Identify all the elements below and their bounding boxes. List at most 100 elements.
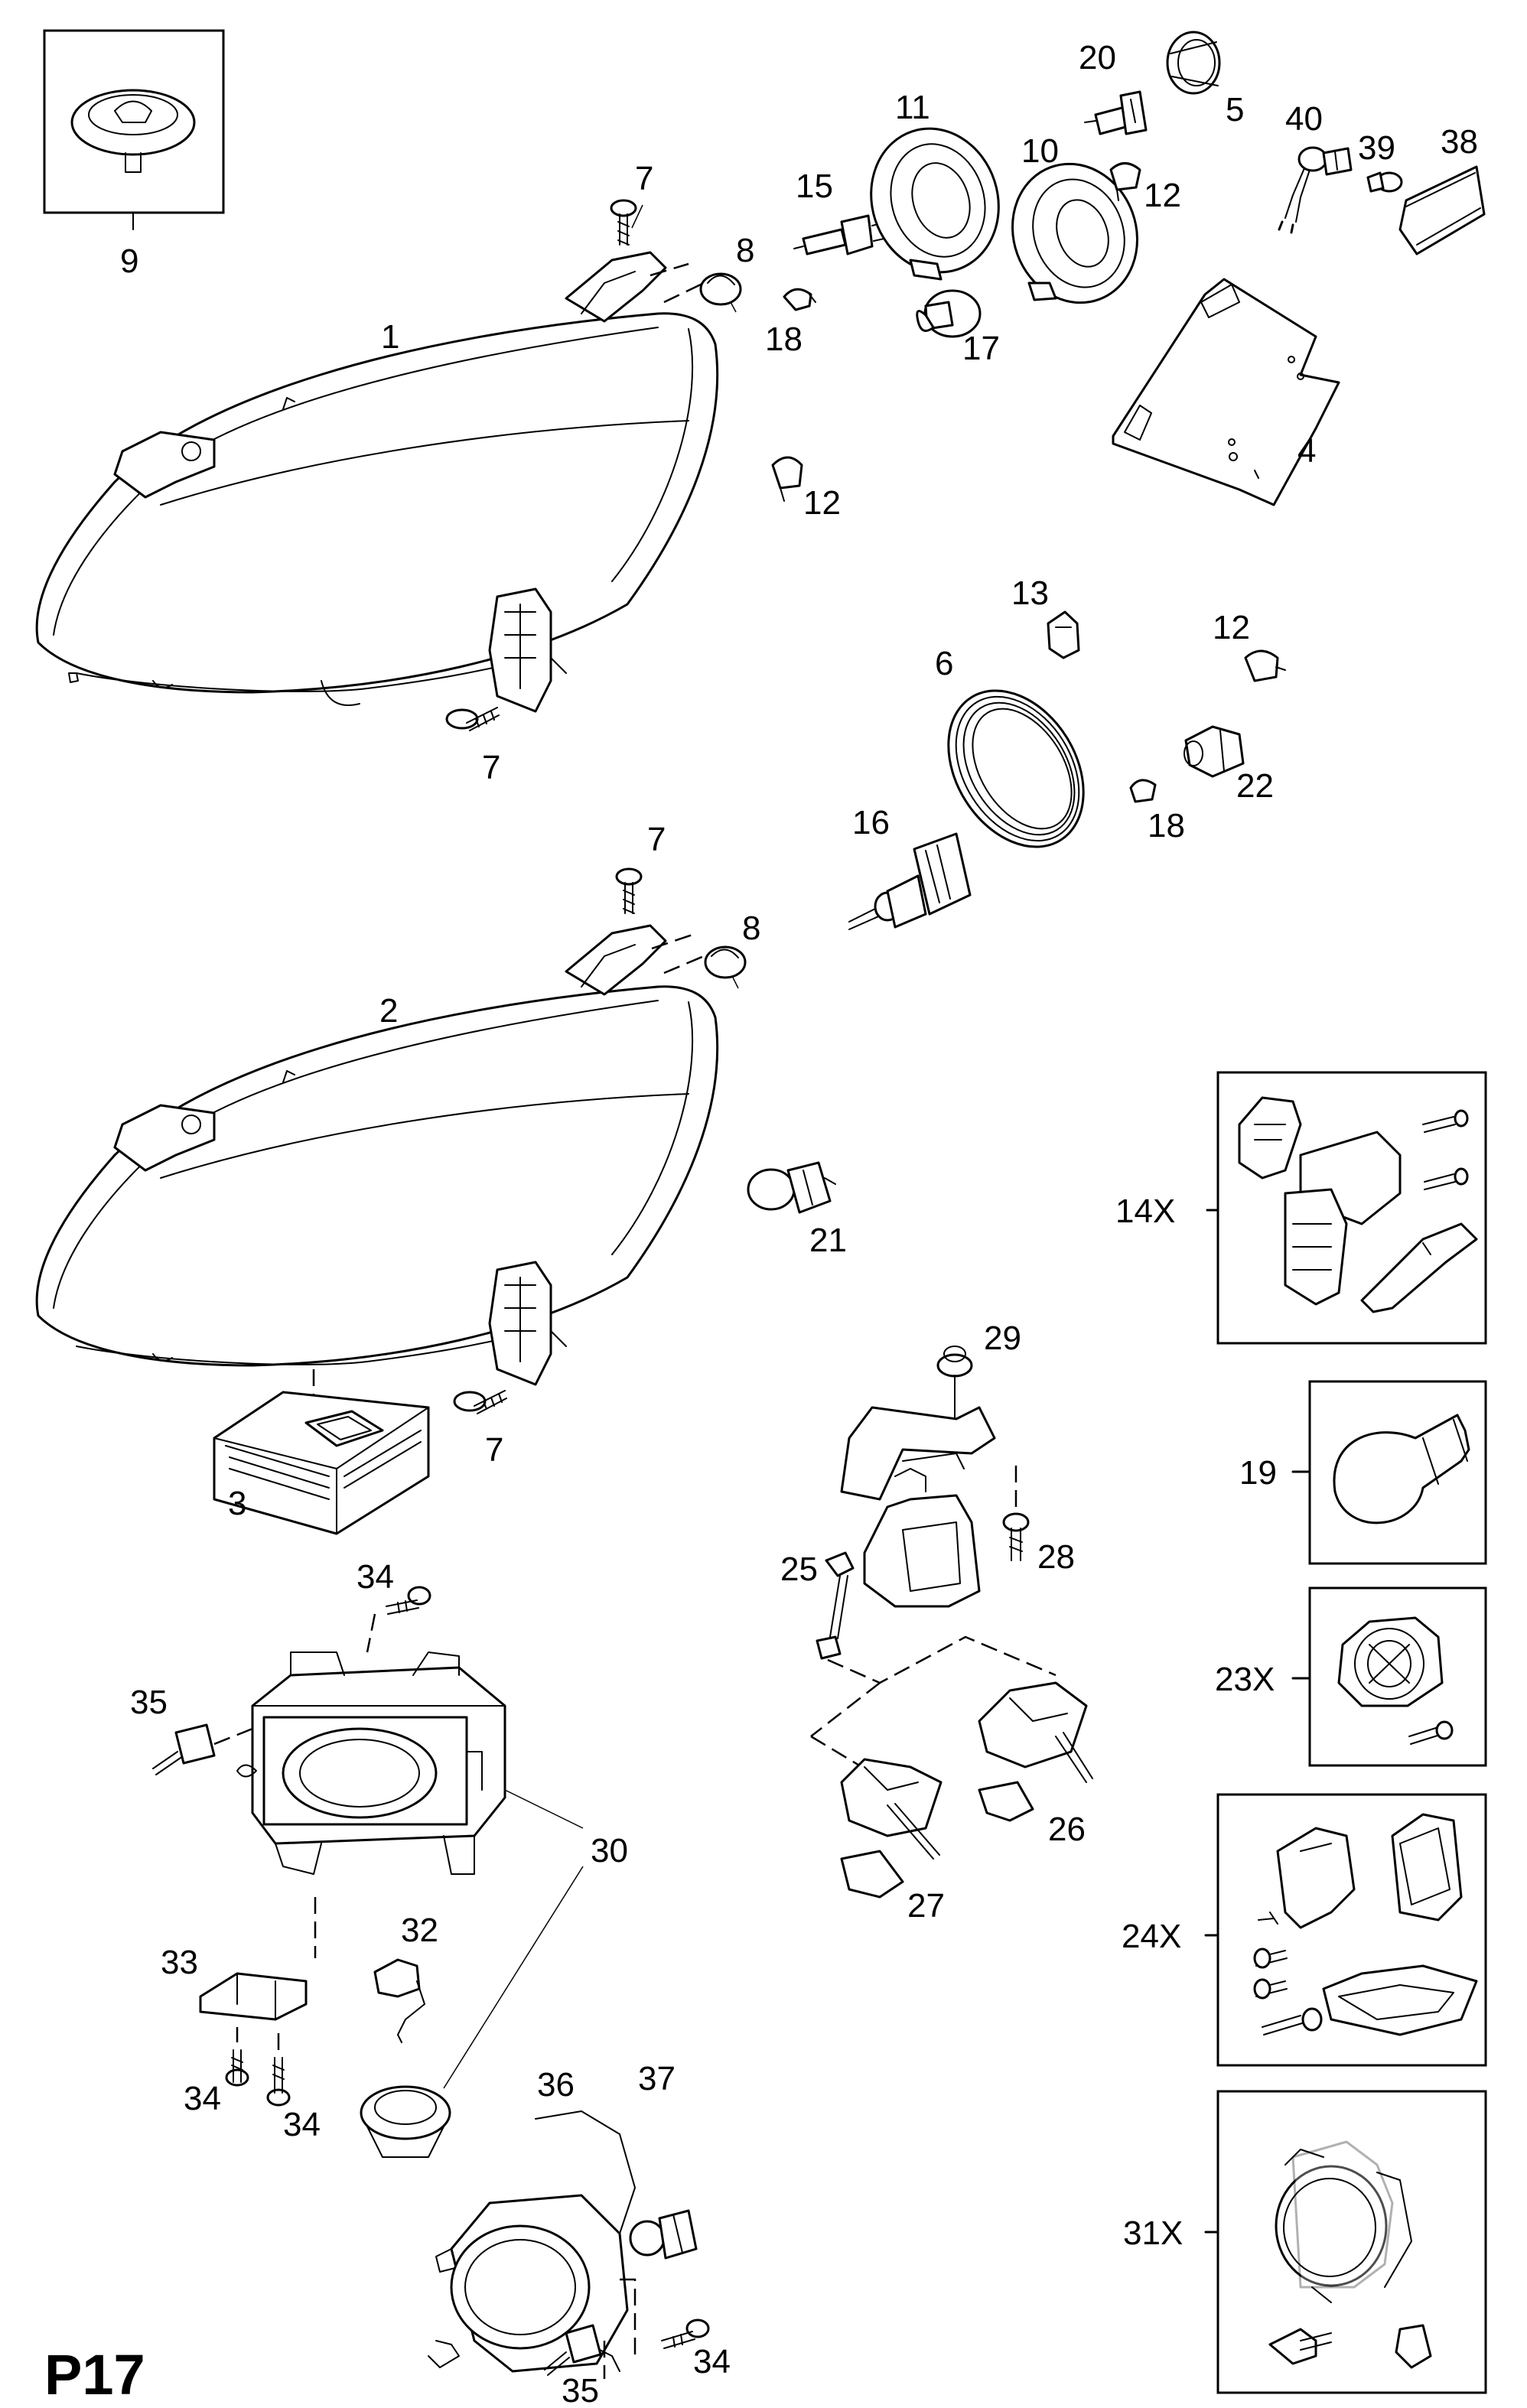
label-8b: 8 [742,910,760,947]
part-3-ballast-unit[interactable] [213,1391,430,1535]
part-23X-socket-kit[interactable] [1291,1586,1487,1767]
part-16-xenon-bulb[interactable] [848,832,972,930]
part-35-connector-top[interactable] [152,1723,253,1775]
part-19-bulb[interactable] [1291,1380,1487,1565]
label-16: 16 [852,804,890,841]
label-2: 2 [379,992,398,1030]
part-7-screw-top-2[interactable] [615,867,643,914]
label-3: 3 [228,1485,246,1522]
label-21: 21 [809,1222,847,1259]
part-8-cap-1[interactable] [650,262,742,313]
part-30-fog-lamp-housing[interactable] [236,1651,506,1875]
label-39: 39 [1358,129,1395,167]
label-1: 1 [381,318,399,356]
part-5-socket[interactable] [1166,31,1221,95]
label-29: 29 [984,1320,1021,1357]
page-code: P17 [44,2343,145,2406]
label-27: 27 [907,1887,945,1925]
part-1-headlamp[interactable] [35,251,719,713]
label-34c: 34 [283,2106,321,2143]
part-36-fog-lamp[interactable] [428,2110,637,2379]
part-40-lamp-wire[interactable] [1278,146,1353,234]
part-24X-adjuster-kit[interactable] [1204,1793,1487,2067]
label-31X: 31X [1123,2214,1183,2252]
label-34d: 34 [693,2343,731,2380]
label-7d: 7 [485,1431,503,1469]
part-7-screw-bottom-1[interactable] [445,707,500,731]
part-35-connector-bottom[interactable] [544,2324,602,2376]
label-13: 13 [1011,574,1049,612]
part-18-bulb-1[interactable] [783,288,816,311]
part-4-bracket-plate[interactable] [1112,278,1340,506]
part-12-connector-right[interactable] [1244,649,1286,682]
part-10-cover[interactable] [993,146,1156,321]
part-8-cap-2[interactable] [651,933,747,989]
label-12b: 12 [803,484,841,522]
label-8a: 8 [736,232,754,269]
part-2-headlamp[interactable] [35,924,719,1400]
part-27-clamp[interactable] [840,1758,943,1899]
part-11-cover[interactable] [853,112,1017,288]
label-19: 19 [1239,1454,1277,1492]
part-7-screw-bottom-2[interactable] [453,1390,507,1414]
part-34-screw-middle[interactable] [266,2027,291,2107]
part-34-screw-left[interactable] [225,2027,249,2087]
label-18b: 18 [1148,807,1185,844]
part-30-ring[interactable] [360,2085,451,2158]
label-5: 5 [1226,91,1244,129]
leader-30-housing [504,1789,584,1829]
part-12-connector-top[interactable] [1109,162,1141,201]
part-22-socket[interactable] [1184,725,1245,778]
part-13-clip[interactable] [1047,610,1080,659]
part-7-screw-top-1[interactable] [610,199,643,246]
part-25-leveling-sensor[interactable] [816,1406,996,1660]
label-10: 10 [1021,132,1059,170]
label-36: 36 [537,2066,575,2104]
part-34-screw-bottom[interactable] [661,2319,710,2349]
label-4: 4 [1297,432,1316,470]
label-23X: 23X [1215,1661,1275,1698]
label-9: 9 [120,242,138,280]
part-17-bulb[interactable] [916,289,982,338]
part-39-bulb[interactable] [1366,171,1403,193]
label-18a: 18 [765,321,803,358]
label-22: 22 [1236,767,1274,805]
label-38: 38 [1441,123,1478,161]
part-32-lamp-wire[interactable] [373,1958,425,2043]
part-9-clip[interactable] [43,29,225,230]
label-6: 6 [935,645,953,682]
label-15: 15 [796,168,833,205]
part-28-screw[interactable] [1002,1461,1030,1561]
part-34-screw-top[interactable] [366,1586,431,1653]
part-31X-fog-lamp-kit[interactable] [1204,2090,1487,2394]
label-40: 40 [1285,100,1323,138]
label-34a: 34 [357,1558,394,1596]
part-20-bulb[interactable] [1084,90,1148,135]
label-7c: 7 [647,821,666,858]
label-20: 20 [1079,39,1116,76]
label-34b: 34 [184,2080,221,2117]
part-18-bulb-2[interactable] [1129,779,1157,803]
label-35b: 35 [562,2372,599,2408]
part-12-connector-mid[interactable] [771,456,803,502]
part-26-clamp[interactable] [978,1681,1093,1822]
label-25: 25 [780,1551,818,1588]
part-37-fog-bulb[interactable] [629,2209,698,2260]
label-33: 33 [161,1944,198,1981]
part-6-seal-ring[interactable] [921,665,1112,871]
label-11: 11 [895,89,930,126]
part-29-nut[interactable] [936,1346,973,1424]
label-24X: 24X [1122,1918,1181,1955]
guide-line-25 [827,1635,1057,1684]
part-38-side-marker[interactable] [1398,165,1486,255]
label-32: 32 [401,1912,438,1949]
part-21-bulb[interactable] [747,1161,836,1214]
part-14X-bracket-kit[interactable] [1206,1071,1487,1345]
part-33-bracket[interactable] [199,1972,308,2021]
guide-line-27b [810,1682,881,1737]
label-17: 17 [962,330,1000,367]
label-12a: 12 [1144,177,1181,214]
label-28: 28 [1037,1538,1075,1576]
label-37: 37 [638,2060,676,2097]
